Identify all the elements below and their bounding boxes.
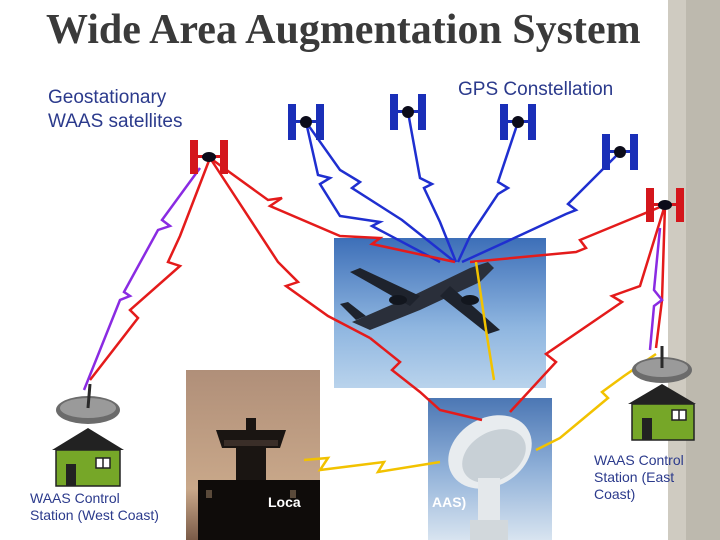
waas-signals bbox=[89, 156, 667, 422]
satellite-icon bbox=[500, 104, 536, 140]
airplane-photo bbox=[334, 238, 546, 388]
dish-antenna-icon bbox=[56, 383, 120, 424]
dish-antenna-icon bbox=[448, 415, 532, 540]
dish-antenna-icon bbox=[632, 346, 692, 383]
satellite-icon bbox=[190, 140, 228, 174]
geostationary-label-line2: WAAS satellites bbox=[48, 111, 183, 132]
decorative-sidebar bbox=[668, 0, 720, 540]
uplink-signals bbox=[82, 167, 664, 391]
gps-signals bbox=[304, 111, 621, 264]
west-control-station bbox=[52, 383, 124, 487]
local-area-label-left: Loca bbox=[268, 494, 301, 510]
dish-photo bbox=[428, 398, 552, 540]
east-station-label-line1: WAAS Control bbox=[594, 452, 684, 468]
satellite-icon bbox=[646, 188, 684, 222]
east-station-label: WAAS Control Station (East Coast) bbox=[594, 452, 704, 503]
satellite-icon bbox=[602, 134, 638, 170]
gps-satellites bbox=[288, 94, 638, 170]
west-station-label-line2: Station (West Coast) bbox=[30, 507, 159, 523]
house-icon bbox=[628, 384, 696, 441]
local-area-label-right: AAS) bbox=[432, 494, 467, 510]
east-station-label-line2: Station (East bbox=[594, 469, 675, 485]
satellite-icon bbox=[390, 94, 426, 130]
west-station-label-line1: WAAS Control bbox=[30, 490, 120, 506]
waas-satellites bbox=[190, 140, 684, 222]
control-tower-icon bbox=[198, 418, 320, 540]
control-tower-photo bbox=[186, 370, 320, 540]
sidebar-band bbox=[686, 0, 720, 540]
house-icon bbox=[52, 428, 124, 487]
west-station-label: WAAS Control Station (West Coast) bbox=[30, 490, 159, 524]
east-station-label-line3: Coast) bbox=[594, 486, 636, 502]
geostationary-label-line1: Geostationary bbox=[48, 87, 167, 108]
ground-links bbox=[303, 261, 657, 474]
satellite-icon bbox=[288, 104, 324, 140]
gps-constellation-label: GPS Constellation bbox=[458, 79, 614, 100]
east-control-station bbox=[628, 346, 696, 441]
geostationary-label: Geostationary WAAS satellites bbox=[48, 86, 182, 134]
page-title: Wide Area Augmentation System bbox=[46, 7, 641, 53]
